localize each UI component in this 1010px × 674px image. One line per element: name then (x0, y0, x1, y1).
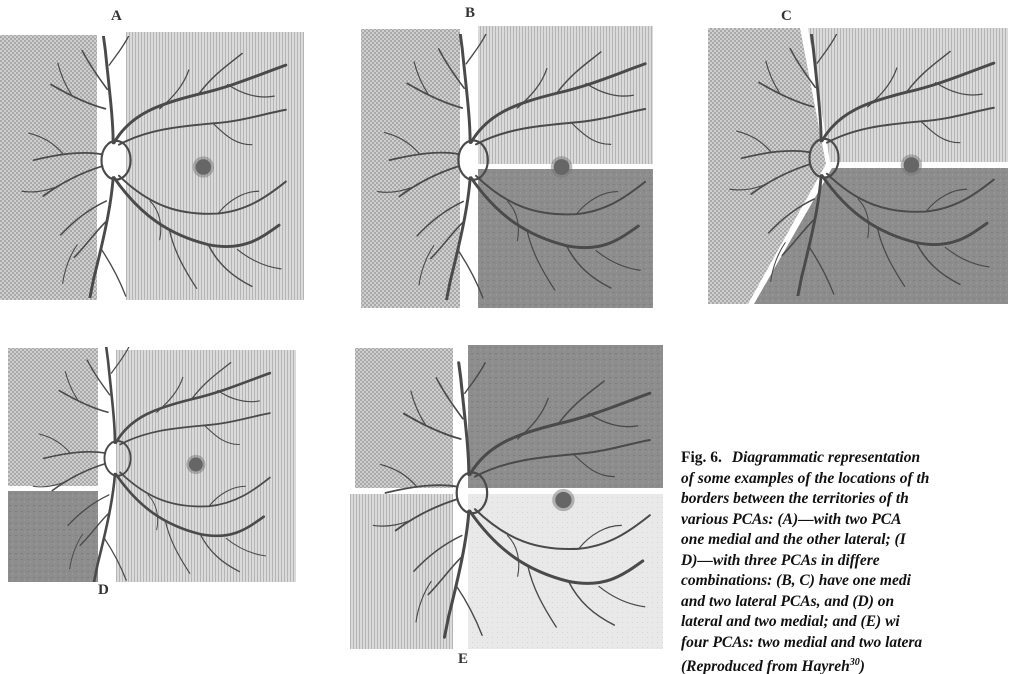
panel-e-figure (350, 345, 665, 649)
caption-line-9: lateral and two medial; and (E) wi (681, 612, 1010, 633)
caption-line-6: D)—with three PCAs in differe (681, 551, 1010, 572)
panel-label-a: A (111, 8, 122, 25)
panel-label-e: E (458, 651, 468, 668)
caption-line-2: of some examples of the locations of th (681, 469, 1010, 490)
caption-line-11: (Reproduced from Hayreh (681, 658, 850, 674)
panel-label-d: D (98, 582, 109, 599)
caption-line-5: one medial and the other lateral; (I (681, 530, 1010, 551)
figure-caption: Fig. 6. Diagrammatic representation of so… (681, 448, 1010, 674)
caption-citation: 30 (850, 657, 860, 668)
panel-a-figure (0, 28, 310, 300)
caption-line-4: various PCAs: (A)—with two PCA (681, 510, 1010, 531)
caption-line-8: and two lateral PCAs, and (D) on (681, 592, 1010, 613)
panel-b-figure (360, 26, 660, 310)
caption-line-1: Diagrammatic representation (732, 449, 920, 466)
caption-line-3: borders between the territories of th (681, 489, 1010, 510)
caption-line-11-end: ) (860, 658, 865, 674)
panel-d-figure (8, 347, 298, 582)
figure-label: Fig. 6. (681, 449, 722, 466)
panel-label-b: B (465, 5, 475, 22)
caption-line-7: combinations: (B, C) have one medi (681, 571, 1010, 592)
caption-line-10: four PCAs: two medial and two latera (681, 633, 1010, 654)
panel-c-figure (708, 26, 1008, 306)
panel-label-c: C (781, 8, 792, 25)
